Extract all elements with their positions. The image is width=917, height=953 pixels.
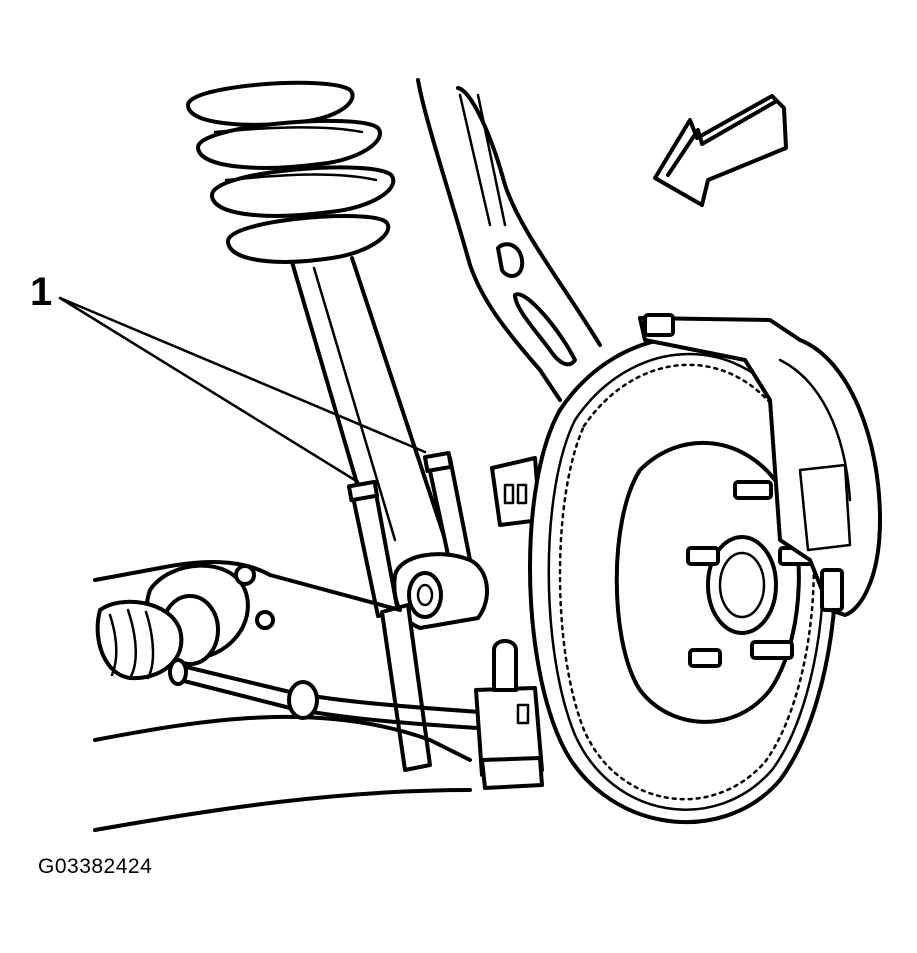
callout-label-1: 1 [30,270,53,314]
strut-bracket [380,552,490,772]
figure-id: G03382424 [38,855,153,878]
strut-bolts [346,451,472,618]
callout-leader-lines [58,296,427,484]
coil-spring [186,80,396,264]
direction-arrow-icon [653,94,788,207]
tie-rod [168,658,482,730]
lower-control-arm [93,560,472,832]
tie-rod-end [474,639,544,790]
brake-caliper [638,313,882,617]
wheel-hub [614,440,814,724]
